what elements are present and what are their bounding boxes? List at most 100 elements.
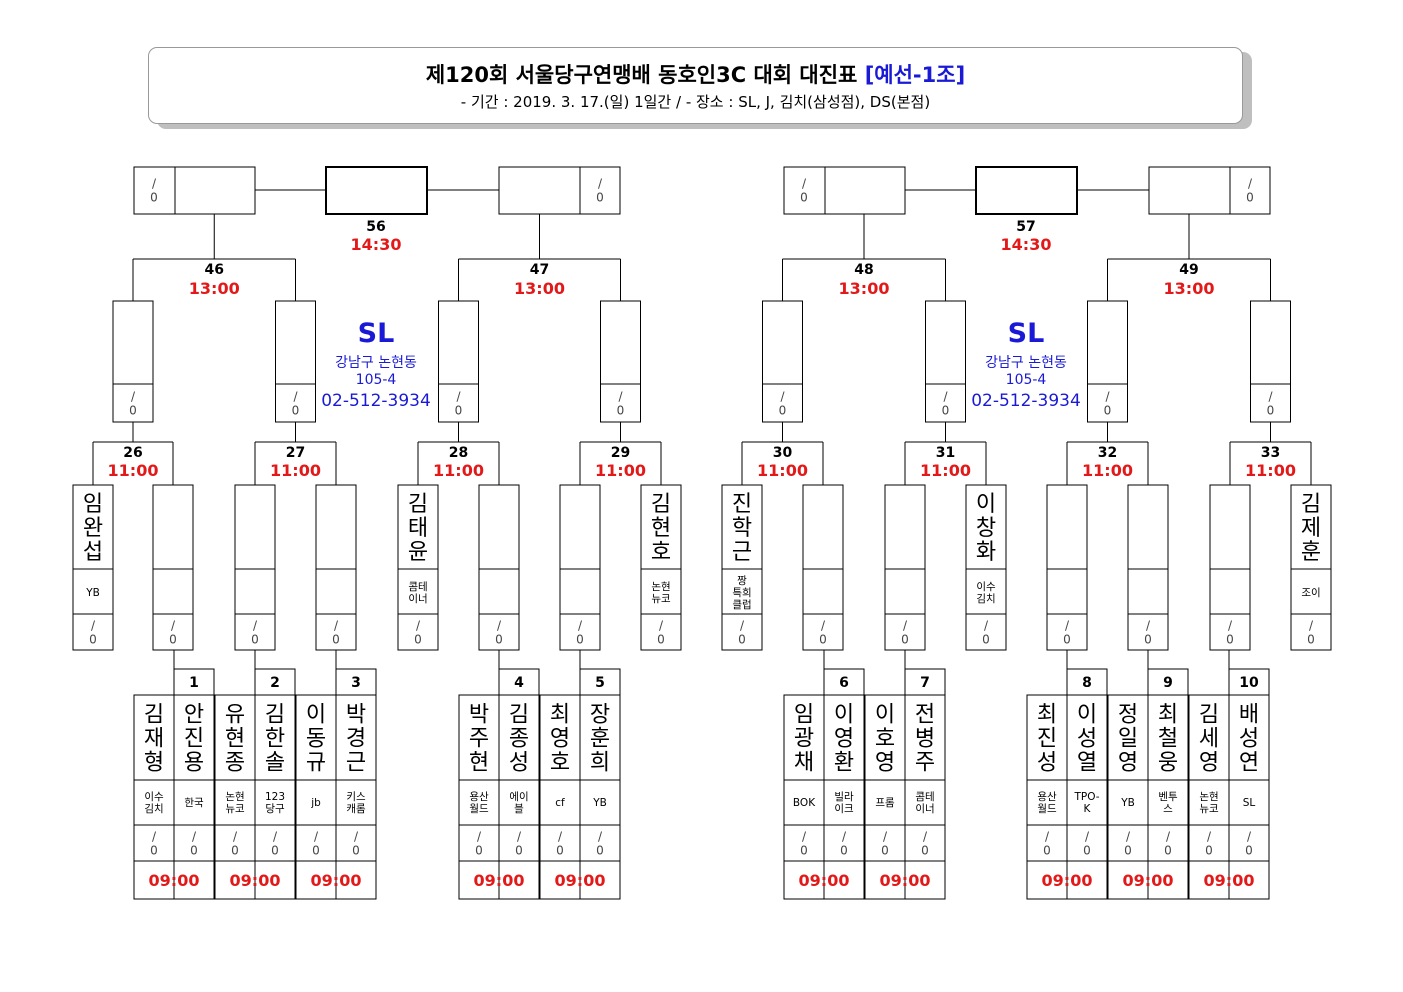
round3-slot (438, 300, 479, 423)
match-number-box (823, 668, 865, 696)
match-number: 33 (1261, 445, 1280, 461)
player-score: /0 (515, 830, 523, 858)
slot-score: /0 (1144, 619, 1152, 647)
venue-name: SL (358, 318, 395, 349)
player-slot (539, 694, 581, 900)
match-number: 10 (1239, 675, 1259, 691)
venue-address-number: 105-4 (356, 372, 397, 388)
title-main: 제120회 서울당구연맹배 동호인3C 대회 대진표 (425, 63, 858, 87)
match-time: 09:00 (1123, 871, 1174, 890)
match-number: 47 (530, 262, 549, 278)
semi-slot (498, 166, 621, 215)
player-club: cf (555, 797, 565, 809)
slot-score: /0 (1104, 390, 1112, 418)
player-slot (823, 694, 865, 900)
player-score: /0 (475, 830, 483, 858)
player-slot (335, 694, 377, 900)
player-slot (783, 694, 825, 900)
round3-slot (1250, 300, 1291, 423)
player-score: /0 (800, 830, 808, 858)
slot-score: /0 (455, 390, 463, 418)
seed-player-club: YB (85, 587, 100, 599)
player-score: /0 (881, 830, 889, 858)
slot-score: /0 (617, 390, 625, 418)
slot-score: /0 (982, 619, 990, 647)
match-time: 13:00 (1164, 279, 1215, 298)
player-club: YB (1120, 797, 1135, 809)
match-number: 29 (611, 445, 630, 461)
match-time: 13:00 (189, 279, 240, 298)
slot-score: /0 (738, 619, 746, 647)
round3-slot (275, 300, 316, 423)
match-time: 11:00 (433, 461, 484, 480)
match-number: 30 (773, 445, 793, 461)
slot-score: /0 (901, 619, 909, 647)
match-number: 26 (123, 445, 142, 461)
player-slot (173, 694, 215, 900)
round2-slot (315, 484, 357, 651)
round3-slot (1087, 300, 1128, 423)
match-time: 11:00 (270, 461, 321, 480)
page-title: 제120회 서울당구연맹배 동호인3C 대회 대진표 [예선-1조] (149, 59, 1242, 89)
player-score: /0 (312, 830, 320, 858)
round2-slot (1290, 484, 1332, 651)
player-score: /0 (556, 830, 564, 858)
match-number: 4 (514, 675, 524, 691)
slot-score: /0 (495, 619, 503, 647)
match-number: 48 (854, 262, 873, 278)
player-slot (1066, 694, 1108, 900)
player-score: /0 (840, 830, 848, 858)
player-slot (498, 694, 540, 900)
match-time: 09:00 (311, 871, 362, 890)
player-club: 프롬 (875, 797, 895, 809)
player-score: /0 (352, 830, 360, 858)
player-slot (1026, 694, 1068, 900)
player-slot (904, 694, 946, 900)
slot-score: /0 (1307, 619, 1315, 647)
match-number: 27 (286, 445, 305, 461)
match-time: 09:00 (149, 871, 200, 890)
player-score: /0 (1043, 830, 1051, 858)
title-group: [예선-1조] (864, 63, 966, 87)
match-number: 57 (1016, 219, 1035, 235)
match-number: 1 (189, 675, 199, 691)
match-number: 31 (936, 445, 955, 461)
match-time: 09:00 (230, 871, 281, 890)
page-subtitle: - 기간 : 2019. 3. 17.(일) 1일간 / - 장소 : SL, … (460, 93, 931, 111)
final-slot (975, 166, 1078, 215)
match-time: 09:00 (1204, 871, 1255, 890)
player-score: /0 (1124, 830, 1132, 858)
player-score: /0 (1205, 830, 1213, 858)
player-score: /0 (150, 830, 158, 858)
match-number: 8 (1082, 675, 1092, 691)
match-number: 49 (1179, 262, 1198, 278)
round2-slot (72, 484, 114, 651)
player-club: YB (592, 797, 607, 809)
slot-score: /0 (150, 177, 158, 205)
round2-slot (721, 484, 763, 651)
venue-address-number: 105-4 (1006, 372, 1047, 388)
round3-slot (762, 300, 803, 423)
match-time: 13:00 (839, 279, 890, 298)
